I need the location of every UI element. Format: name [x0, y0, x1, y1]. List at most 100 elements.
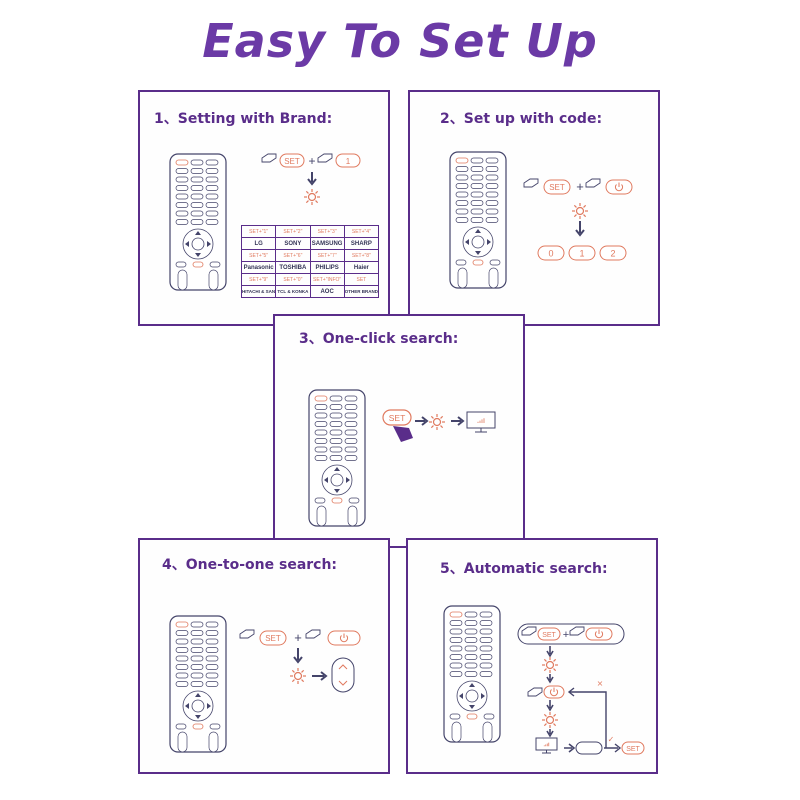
remote-key: [205, 655, 219, 662]
channel-rocker: [331, 657, 355, 693]
panel-one-click-search: 3、One-click search: SET: [273, 314, 525, 548]
table-row-codes: SET+"9"SET+"0"SET+"INFO"SET: [240, 273, 380, 286]
remote-key: [175, 638, 189, 645]
remote-key: [479, 671, 493, 677]
remote-key: [175, 672, 189, 679]
ok-key: [191, 237, 205, 251]
remote-key: [464, 645, 478, 652]
code-cell: SET+"0": [275, 273, 311, 286]
panel-one-to-one-search: 4、One-to-one search: SET +: [138, 538, 390, 774]
remote-key: [175, 655, 189, 662]
hand-pointer-icon: [317, 153, 333, 163]
ok-key: [471, 235, 485, 249]
remote-key: [314, 404, 328, 410]
remote-key: [485, 200, 499, 206]
remote-key: [190, 185, 204, 191]
remote-key: [449, 628, 463, 635]
set-button-label: SET: [542, 632, 556, 639]
power-icon: [614, 182, 624, 192]
remote-key: [479, 620, 493, 626]
channel-key: [488, 267, 499, 289]
remote-key: [205, 664, 219, 670]
panel-set-up-with-code: 2、Set up with code: SET + 0 1 2: [408, 90, 660, 326]
hand-pointer-icon: [239, 629, 255, 639]
chevron-up-icon: [338, 664, 348, 670]
table-row-codes: SET+"5"SET+"6"SET+"7"SET+"8": [240, 249, 380, 262]
power-icon: [594, 629, 604, 639]
code-cell: SET+"8": [343, 249, 380, 262]
remote-key: [314, 429, 328, 436]
brand-cell: TCL & KONKA: [275, 285, 311, 298]
remote-key: [205, 159, 219, 166]
flash-ray: [430, 425, 434, 429]
remote-control: [449, 151, 507, 289]
flash-ray: [553, 658, 557, 662]
set-key: [472, 259, 484, 266]
remote-key: [344, 395, 358, 402]
plus-sign: +: [294, 630, 302, 645]
code-cell: SET+"9": [240, 273, 277, 286]
hand-outline: [527, 687, 543, 697]
set-button: [382, 409, 412, 426]
hand-outline: [523, 178, 539, 188]
remote-key: [485, 183, 499, 189]
set-button-label: SET: [265, 634, 281, 643]
remote-key: [449, 671, 463, 677]
power-key: [449, 611, 463, 618]
set-button-label: SET: [549, 183, 565, 192]
retry-connector: [570, 691, 607, 748]
arrow-down-icon: [546, 646, 554, 658]
hand-outline: [261, 153, 277, 163]
flash-ray: [315, 190, 319, 194]
flash-ray: [583, 204, 587, 208]
channel-key: [482, 721, 493, 743]
remote-key: [329, 404, 343, 410]
remote-key: [455, 191, 469, 198]
remote-key: [464, 620, 478, 626]
code-cell: SET+"4": [343, 225, 380, 238]
remote-key: [485, 217, 499, 223]
remote-key: [175, 723, 187, 730]
remote-key: [329, 429, 343, 436]
brand-cell: OTHER BRAND: [343, 285, 380, 298]
hand-pointer-icon: [523, 178, 539, 188]
arrow-right-icon: [312, 671, 328, 681]
arrow-down-icon: [546, 729, 554, 738]
tv-icon: [535, 737, 558, 754]
arrow-down-icon: [546, 674, 554, 684]
remote-key: [470, 166, 484, 172]
flash-icon: [542, 712, 558, 728]
brand-cell: Haier: [343, 261, 380, 274]
panel-heading: 1、Setting with Brand:: [154, 111, 333, 127]
set-plus-key-instruction: SET + 1: [261, 153, 361, 205]
arrow-down-icon: [575, 221, 585, 237]
remote-key: [483, 713, 495, 720]
pressing-finger-icon: [393, 426, 413, 442]
remote-key: [470, 191, 484, 198]
set-key: [331, 497, 343, 504]
remote-key: [205, 202, 219, 208]
remote-key: [344, 446, 358, 453]
remote-key: [479, 662, 493, 669]
remote-key: [175, 630, 189, 636]
remote-key: [485, 191, 499, 198]
flash-icon: [304, 189, 320, 205]
code-key-label: 0: [548, 249, 553, 259]
arrow-down-icon: [546, 700, 554, 712]
remote-key: [205, 185, 219, 191]
hand-pointer-icon: [305, 629, 321, 639]
remote-key: [455, 217, 469, 223]
hand-outline: [585, 178, 601, 188]
brand-cell: SHARP: [343, 237, 380, 250]
code-cell: SET+"1": [240, 225, 277, 238]
ok-key: [191, 699, 205, 713]
arrow-right-icon: [564, 743, 576, 753]
flash-ray: [543, 723, 547, 727]
power-icon: [339, 633, 349, 643]
panel-heading: 3、One-click search:: [299, 331, 459, 347]
brand-cell: HITACHI & SANYO: [240, 285, 277, 298]
remote-key: [455, 183, 469, 189]
remote-key: [449, 637, 463, 643]
